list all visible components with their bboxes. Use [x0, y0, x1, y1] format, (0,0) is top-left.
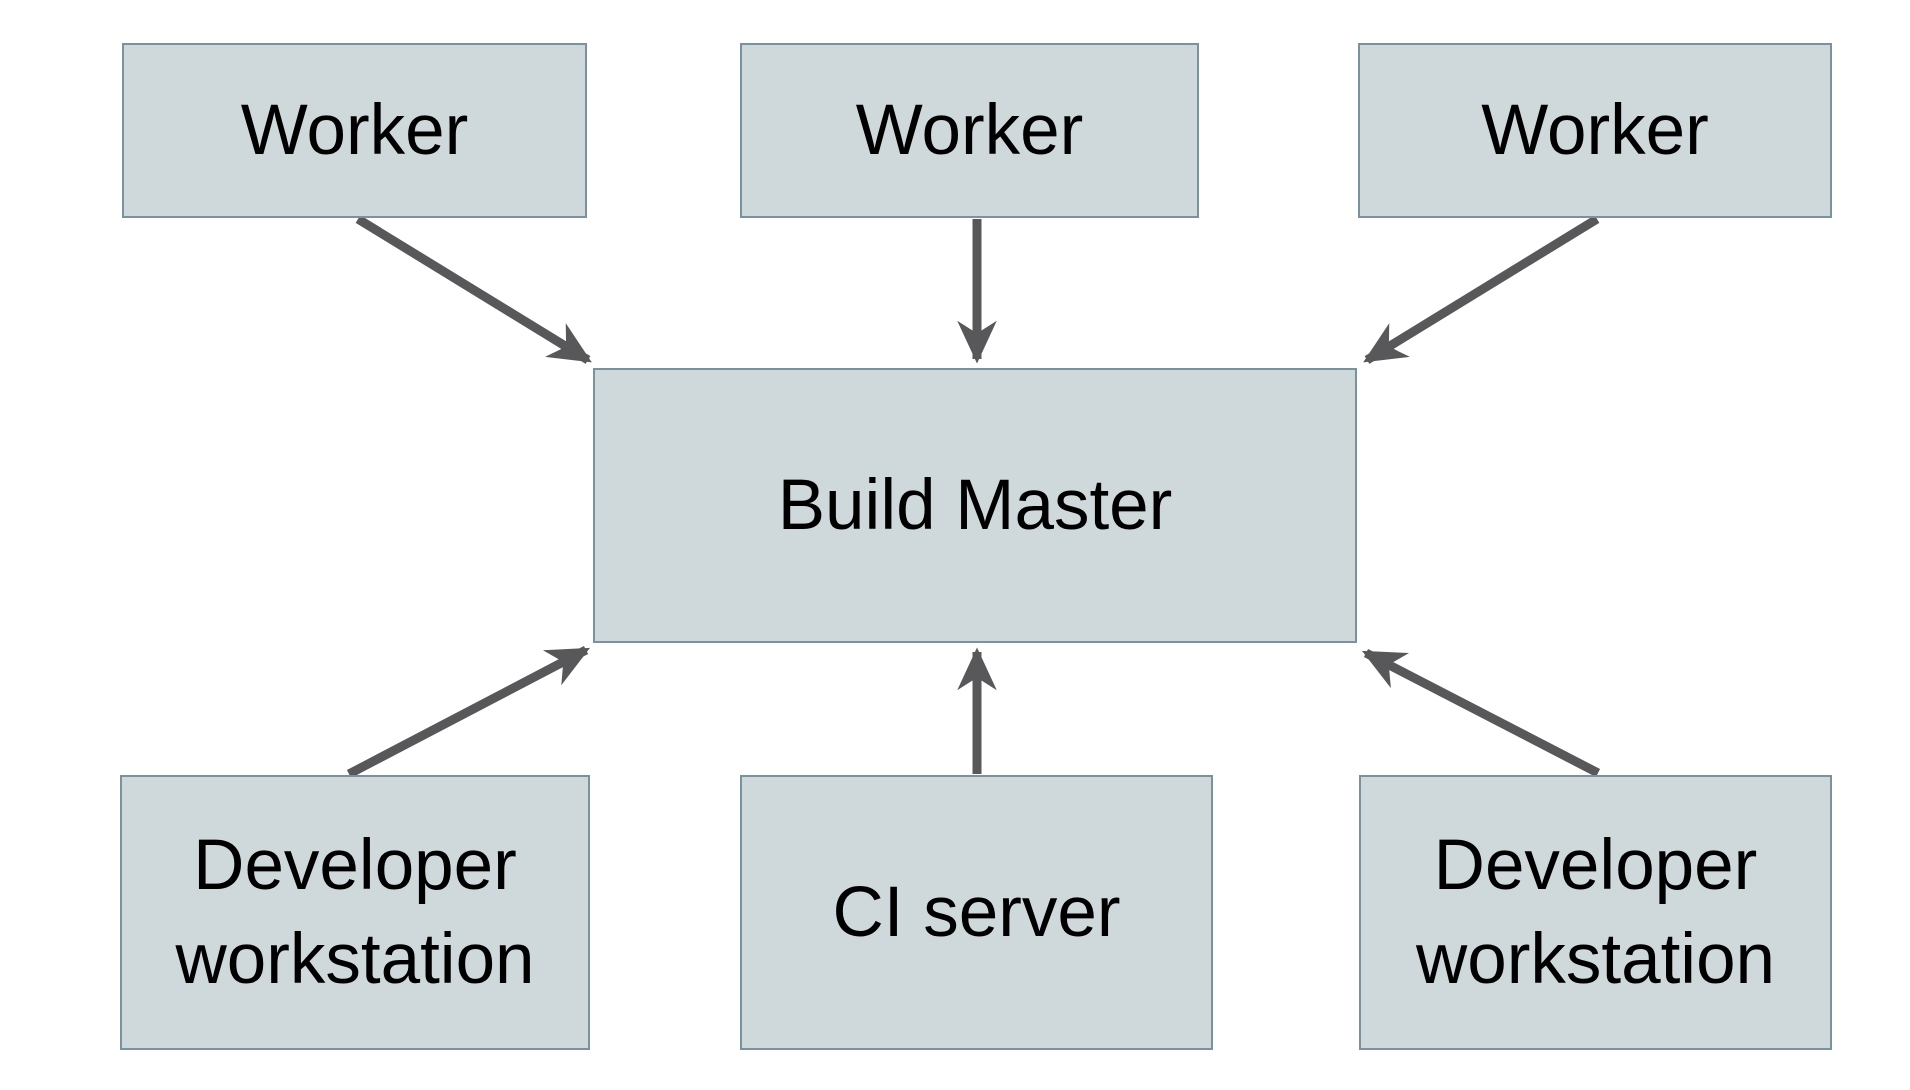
node-developer-workstation-left-label: Developer workstation	[175, 825, 535, 999]
node-developer-workstation-right-label: Developer workstation	[1415, 825, 1776, 999]
node-ci-server: CI server	[740, 775, 1213, 1050]
edge-dev-ws-left-to-build-master	[346, 646, 590, 778]
node-worker-1: Worker	[122, 43, 587, 218]
node-ci-server-label: CI server	[832, 872, 1121, 952]
edge-dev-ws-right-to-build-master	[1362, 649, 1601, 777]
node-worker-3: Worker	[1358, 43, 1832, 218]
node-worker-2: Worker	[740, 43, 1199, 218]
node-developer-workstation-right: Developer workstation	[1359, 775, 1832, 1050]
node-developer-workstation-left: Developer workstation	[120, 775, 590, 1050]
edge-worker1-to-build-master	[355, 215, 592, 364]
node-build-master-label: Build Master	[777, 465, 1173, 545]
node-worker-3-label: Worker	[1481, 90, 1709, 170]
node-worker-1-label: Worker	[240, 90, 469, 170]
node-worker-2-label: Worker	[855, 90, 1084, 170]
node-build-master: Build Master	[593, 368, 1357, 643]
edge-worker3-to-build-master	[1363, 215, 1600, 364]
